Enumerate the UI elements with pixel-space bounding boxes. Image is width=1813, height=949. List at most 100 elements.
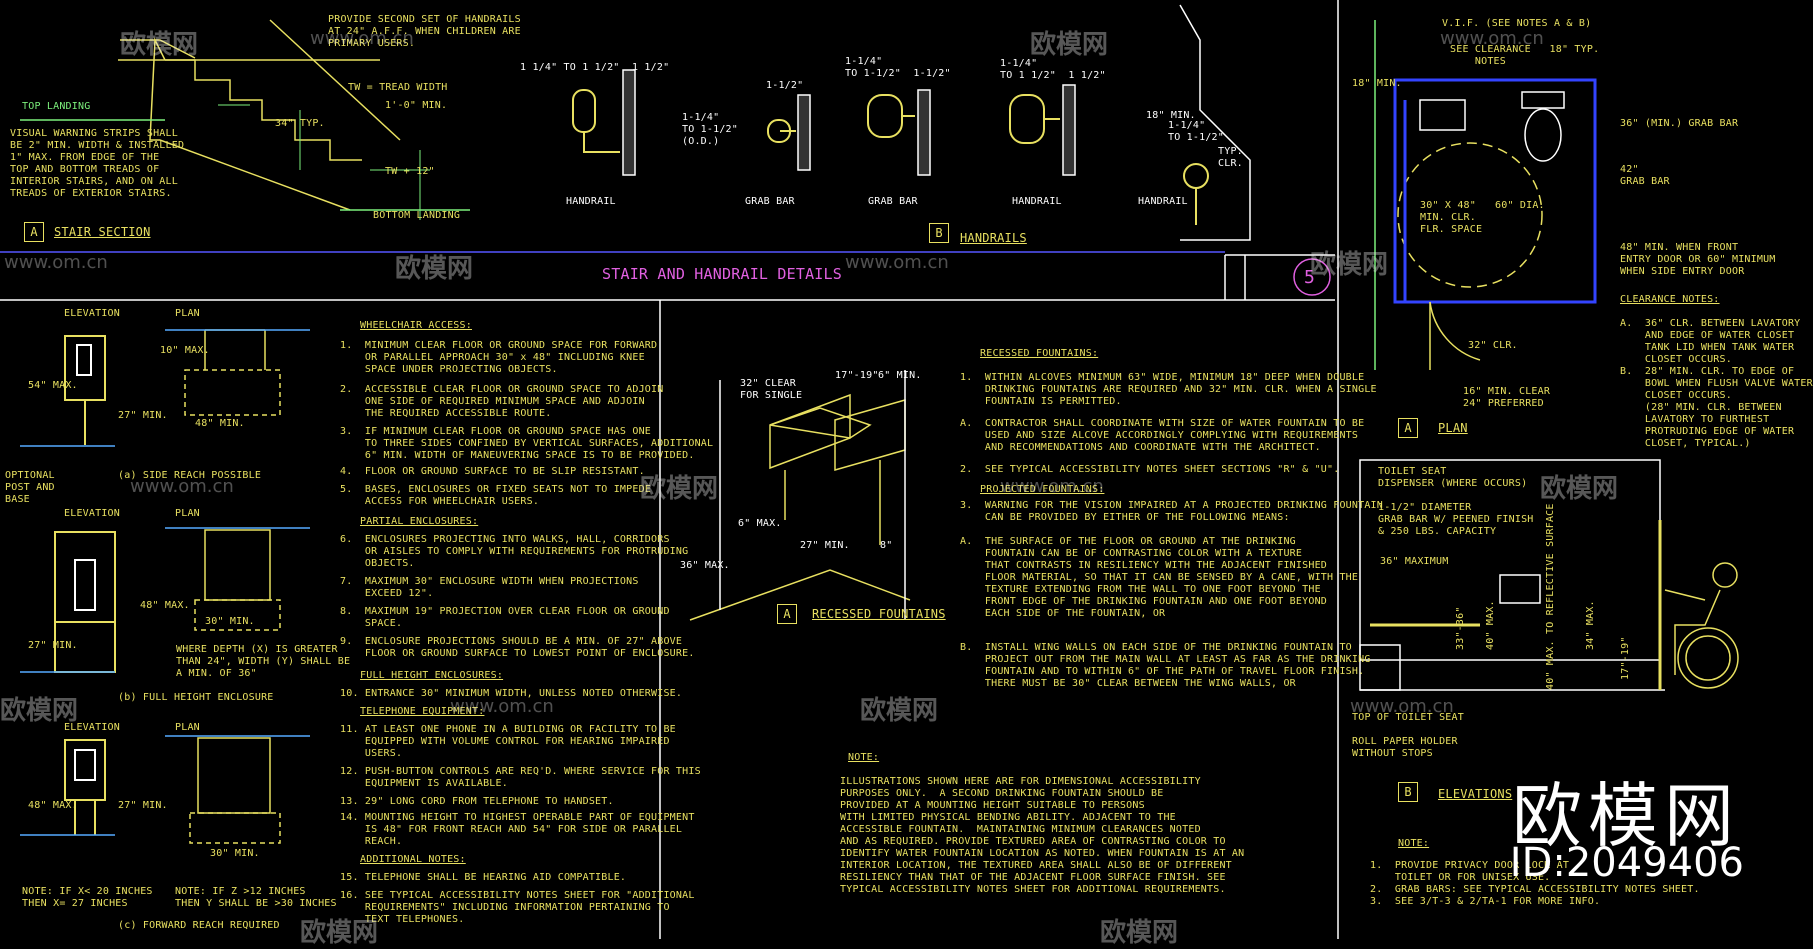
clearance-heading: CLEARANCE NOTES: — [1620, 294, 1720, 305]
full-height-caption: (b) FULL HEIGHT ENCLOSURE — [118, 692, 274, 703]
dim-27-min-b: 27" MIN. — [28, 640, 78, 651]
elevation-label-b: ELEVATION — [64, 508, 120, 519]
watermark-url: www.om.cn — [310, 28, 414, 49]
handrails-tag: B — [929, 223, 949, 243]
toilet-plan-tag: A — [1398, 418, 1418, 438]
optional-post-note: OPTIONAL POST AND BASE — [5, 470, 55, 505]
dim-33-36: 33"-36" — [1455, 606, 1466, 650]
toilet-elev-label: ELEVATIONS — [1438, 787, 1513, 801]
dim-48-min: 48" MIN. — [195, 418, 245, 429]
phone-plans — [184, 329, 281, 844]
watermark-logo: 欧模网 — [1030, 30, 1109, 60]
telephone-heading: TELEPHONE EQUIPMENT: — [360, 706, 485, 717]
grab-36: 36" (MIN.) GRAB BAR — [1620, 118, 1739, 129]
watermark-url: www.om.cn — [845, 252, 949, 273]
projected-note-3: 3. WARNING FOR THE VISION IMPAIRED AT A … — [960, 500, 1383, 523]
watermark-logo: 欧模网 — [0, 696, 79, 726]
fountain-dim-27-min: 27" MIN. — [800, 540, 850, 551]
fountain-dim-32: 32" CLEAR FOR SINGLE — [740, 378, 803, 401]
elevation-label-a: ELEVATION — [64, 308, 120, 319]
dim-27-min-c: 27" MIN. — [118, 800, 168, 811]
side-reach-caption: (a) SIDE REACH POSSIBLE — [118, 470, 262, 481]
plan-label-a: PLAN — [175, 308, 200, 319]
watermark-logo: 欧模网 — [300, 918, 379, 948]
top-toilet-seat: TOP OF TOILET SEAT — [1352, 712, 1464, 723]
min-16: 16" MIN. CLEAR 24" PREFERRED — [1463, 386, 1551, 409]
toilet-notes: 1. PROVIDE PRIVACY DOOR LOCK AT TOILET O… — [1370, 860, 1700, 907]
dim-10-max: 10" MAX. — [160, 345, 210, 356]
handrail-dim-1: 1 1/4" TO 1 1/2" 1 1/2" — [520, 62, 670, 73]
watermark-logo: 欧模网 — [120, 30, 199, 60]
clear-floor-space: 30" X 48" MIN. CLR. FLR. SPACE — [1420, 200, 1483, 235]
watermark-url: www.om.cn — [4, 252, 108, 273]
stair-section-tag: A — [24, 222, 44, 242]
wheelchair-note-4: 4. FLOOR OR GROUND SURFACE TO BE SLIP RE… — [340, 466, 645, 477]
sheet-number: 5 — [1304, 267, 1316, 288]
watermark-url: www.om.cn — [1000, 476, 1104, 497]
see-clearance: SEE CLEARANCE 18" TYP. NOTES — [1450, 44, 1600, 67]
toilet-elevation-drawing — [1359, 459, 1739, 691]
sheet-frame — [0, 0, 1339, 939]
plan-label-c: PLAN — [175, 722, 200, 733]
vif-note: V.I.F. (SEE NOTES A & B) — [1442, 18, 1592, 29]
tel-note-13: 13. 29" LONG CORD FROM TELEPHONE TO HAND… — [340, 796, 614, 807]
fountain-tag: A — [777, 604, 797, 624]
note-y: NOTE: IF Z >12 INCHES THEN Y SHALL BE >3… — [175, 886, 337, 909]
handrail-dim-2: 1-1/2" — [766, 80, 804, 91]
forward-reach-caption: (c) FORWARD REACH REQUIRED — [118, 920, 280, 931]
watermark-url: www.om.cn — [1350, 696, 1454, 717]
watermark-url: www.om.cn — [130, 476, 234, 497]
fountain-dim-6-max: 6" MAX. — [738, 518, 782, 529]
fountain-label: RECESSED FOUNTAINS — [812, 607, 946, 621]
phone-elevations — [54, 335, 116, 835]
clr-32: 32" CLR. — [1468, 340, 1518, 351]
top-landing-label: TOP LANDING — [22, 101, 91, 112]
toilet-elev-tag: B — [1398, 782, 1418, 802]
stair-section-label: STAIR SECTION — [54, 225, 151, 239]
watermark-logo: 欧模网 — [1310, 250, 1389, 280]
additional-heading: ADDITIONAL NOTES: — [360, 854, 466, 865]
toilet-plan-drawing — [1374, 20, 1597, 370]
add-note-15: 15. TELEPHONE SHALL BE HEARING AID COMPA… — [340, 872, 627, 883]
projected-note-b: B. INSTALL WING WALLS ON EACH SIDE OF TH… — [960, 642, 1371, 689]
dim-30-min: 30" MIN. — [205, 616, 255, 627]
one-foot-min: 1'-0" MIN. — [385, 100, 448, 111]
recessed-note-1: 1. WITHIN ALCOVES MINIMUM 63" WIDE, MINI… — [960, 372, 1377, 407]
wheelchair-note-5: 5. BASES, ENCLOSURES OR FIXED SEATS NOT … — [340, 484, 652, 507]
watermark-logo: 欧模网 — [1100, 918, 1179, 948]
dim-48-max: 48" MAX. — [140, 600, 190, 611]
stair-dims — [218, 104, 430, 220]
fountain-dim-36-max: 36" MAX. — [680, 560, 730, 571]
stair-section-drawing — [20, 19, 470, 211]
partial-note-7: 7. MAXIMUM 30" ENCLOSURE WIDTH WHEN PROJ… — [340, 576, 639, 599]
watermark-url: www.om.cn — [450, 696, 554, 717]
door-note: 48" MIN. WHEN FRONT ENTRY DOOR OR 60" MI… — [1620, 242, 1776, 277]
brand-id: ID:2049406 — [1509, 840, 1744, 886]
note-x: NOTE: IF X< 20 INCHES THEN X= 27 INCHES — [22, 886, 153, 909]
projected-heading: PROJECTED FOUNTAINS: — [980, 484, 1105, 495]
dim-reflective: 40" MAX. TO REFLECTIVE SURFACE — [1545, 503, 1556, 690]
fountain-note-text: ILLUSTRATIONS SHOWN HERE ARE FOR DIMENSI… — [840, 776, 1245, 895]
handrail-dim-3: 1-1/4" TO 1-1/2" 1-1/2" — [845, 56, 951, 79]
fountain-dim-6-min: 6" MIN. — [878, 370, 922, 381]
grab-42: 42" GRAB BAR — [1620, 164, 1670, 187]
elevation-label-c: ELEVATION — [64, 722, 120, 733]
visual-warning-note: VISUAL WARNING STRIPS SHALL BE 2" MIN. W… — [10, 128, 185, 199]
handrail-dim-6: 1-1/4" TO 1-1/2" (O.D.) — [682, 112, 738, 147]
handrails-label: HANDRAILS — [960, 231, 1027, 245]
handrail-walls — [622, 4, 1251, 241]
wheelchair-note-1: 1. MINIMUM CLEAR FLOOR OR GROUND SPACE F… — [340, 340, 658, 375]
typ-34: 34" TYP. — [275, 118, 325, 129]
dia-60: 60" DIA. — [1495, 200, 1545, 211]
dim-30-min-c: 30" MIN. — [210, 848, 260, 859]
recessed-note-a: A. CONTRACTOR SHALL COORDINATE WITH SIZE… — [960, 418, 1365, 453]
sheet-number-circle — [1293, 258, 1331, 296]
fountain-note-heading: NOTE: — [848, 752, 880, 763]
handrail-label-5: HANDRAIL — [1138, 196, 1188, 207]
fountain-dim-8: 8" — [880, 540, 893, 551]
wheelchair-note-2: 2. ACCESSIBLE CLEAR FLOOR OR GROUND SPAC… — [340, 384, 664, 419]
tread-width-note: TW = TREAD WIDTH — [348, 82, 448, 93]
roll-paper-holder: ROLL PAPER HOLDER WITHOUT STOPS — [1352, 736, 1458, 759]
full-note-10: 10. ENTRANCE 30" MINIMUM WIDTH, UNLESS N… — [340, 688, 683, 699]
